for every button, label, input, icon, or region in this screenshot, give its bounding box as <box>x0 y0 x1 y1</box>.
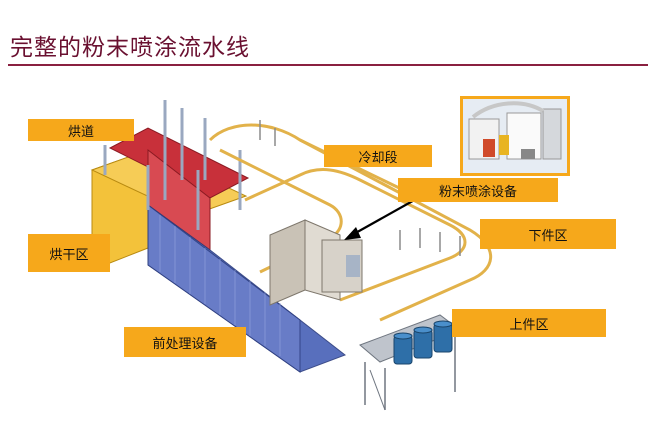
tank-icon <box>393 320 453 365</box>
title-underline <box>8 64 648 66</box>
chimney-icon <box>103 100 242 230</box>
page-title: 完整的粉末喷涂流水线 <box>10 35 250 61</box>
loading-platform <box>359 314 462 411</box>
label-cooling-section: 冷却段 <box>324 145 432 167</box>
label-loading-zone: 上件区 <box>452 309 606 337</box>
equipment-photo <box>460 96 570 176</box>
label-unloading-zone: 下件区 <box>480 219 616 249</box>
label-pretreatment: 前处理设备 <box>124 327 246 357</box>
label-powder-equipment: 粉末喷涂设备 <box>398 178 558 202</box>
booth-photo-illustration <box>463 99 567 173</box>
pretreatment-side <box>147 203 301 373</box>
arrow-icon <box>344 197 419 240</box>
label-oven-channel: 烘道 <box>28 119 134 141</box>
spray-booth <box>269 219 363 306</box>
label-drying-zone: 烘干区 <box>28 234 110 272</box>
